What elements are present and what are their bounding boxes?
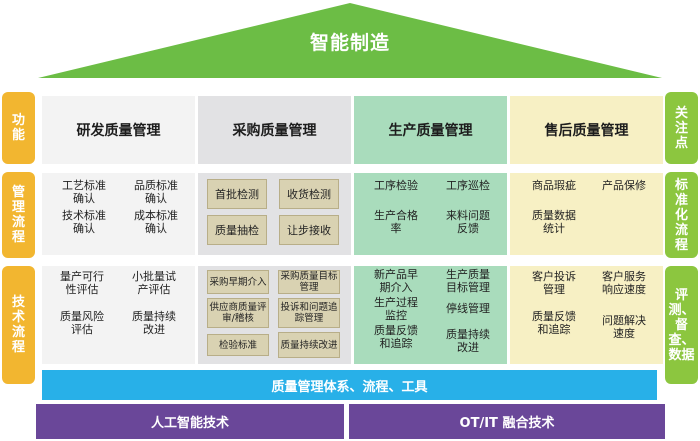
aftersales-tech-item: 客户投诉管理 — [532, 270, 576, 296]
procurement-mgmt-item: 收货检测 — [279, 179, 339, 209]
aftersales-mgmt-item: 产品保修 — [602, 179, 646, 192]
production-mgmt-item: 来料问题反馈 — [446, 209, 490, 235]
procurement-tech-item: 采购早期介入 — [207, 270, 269, 294]
left-label-management: 管理流程 — [2, 172, 35, 258]
production-tech-item: 停线管理 — [446, 302, 490, 315]
procurement-mgmt-item: 首批检测 — [207, 179, 267, 209]
production-tech-item: 生产质量目标管理 — [446, 268, 490, 294]
rd-mgmt-item: 品质标准确认 — [134, 179, 178, 205]
rd-mgmt-item: 成本标准确认 — [134, 209, 178, 235]
aftersales-mgmt-item: 商品瑕疵 — [532, 179, 576, 192]
production-mgmt-item: 工序巡检 — [446, 179, 490, 192]
column-aftersales-mgmt: 商品瑕疵 产品保修 质量数据统计 — [510, 173, 663, 255]
rd-tech-item: 质量风险评估 — [60, 310, 104, 336]
roof — [38, 3, 662, 78]
production-tech-item: 新产品早期介入 — [374, 268, 418, 294]
base-otit-technology: OT/IT 融合技术 — [349, 404, 665, 439]
left-label-technology: 技术流程 — [2, 266, 35, 384]
column-rd-header: 研发质量管理 — [42, 96, 195, 164]
right-label-standard: 标准化流程 — [665, 172, 698, 258]
aftersales-tech-item: 问题解决速度 — [602, 314, 646, 340]
production-tech-item: 质量持续改进 — [446, 328, 490, 354]
production-tech-item: 质量反馈和追踪 — [374, 324, 418, 350]
procurement-tech-item: 采购质量目标管理 — [278, 270, 340, 294]
column-rd-mgmt: 工艺标准确认 品质标准确认 技术标准确认 成本标准确认 — [42, 173, 195, 255]
rd-mgmt-item: 工艺标准确认 — [62, 179, 106, 205]
rd-tech-item: 量产可行性评估 — [60, 270, 104, 296]
roof-shape — [38, 3, 662, 78]
production-tech-item: 生产过程监控 — [374, 296, 418, 322]
production-mgmt-item: 生产合格率 — [374, 209, 418, 235]
procurement-mgmt-item: 让步接收 — [279, 215, 339, 245]
procurement-tech-item: 检验标准 — [207, 334, 269, 356]
procurement-tech-item: 质量持续改进 — [278, 332, 340, 358]
aftersales-mgmt-item: 质量数据统计 — [532, 209, 576, 235]
roof-title: 智能制造 — [309, 32, 390, 54]
column-procurement-header: 采购质量管理 — [198, 96, 351, 164]
right-label-evaluation: 评测、督查、数据 — [665, 266, 698, 384]
aftersales-tech-item: 质量反馈和追踪 — [532, 310, 576, 336]
right-label-focus: 关注点 — [665, 92, 698, 164]
procurement-mgmt-item: 质量抽检 — [207, 215, 267, 245]
column-aftersales-tech: 客户投诉管理 客户服务响应速度 质量反馈和追踪 问题解决速度 — [510, 266, 663, 364]
column-procurement-tech: 采购早期介入 采购质量目标管理 供应商质量评审/稽核 投诉和问题追踪管理 检验标… — [198, 266, 351, 364]
rd-tech-item: 质量持续改进 — [132, 310, 176, 336]
column-production-tech: 新产品早期介入 生产质量目标管理 生产过程监控 停线管理 质量反馈和追踪 质量持… — [354, 266, 507, 364]
left-label-function: 功能 — [2, 92, 35, 164]
column-rd-tech: 量产可行性评估 小批量试产评估 质量风险评估 质量持续改进 — [42, 266, 195, 364]
procurement-tech-item: 供应商质量评审/稽核 — [207, 298, 269, 328]
rd-mgmt-item: 技术标准确认 — [62, 209, 106, 235]
rd-tech-item: 小批量试产评估 — [132, 270, 176, 296]
column-procurement-mgmt: 首批检测 收货检测 质量抽检 让步接收 — [198, 173, 351, 255]
procurement-tech-item: 投诉和问题追踪管理 — [278, 298, 340, 328]
base-ai-technology: 人工智能技术 — [36, 404, 344, 439]
production-mgmt-item: 工序检验 — [374, 179, 418, 192]
column-production-header: 生产质量管理 — [354, 96, 507, 164]
quality-system-band: 质量管理体系、流程、工具 — [42, 370, 657, 400]
aftersales-tech-item: 客户服务响应速度 — [602, 270, 646, 296]
column-aftersales-header: 售后质量管理 — [510, 96, 663, 164]
column-production-mgmt: 工序检验 工序巡检 生产合格率 来料问题反馈 — [354, 173, 507, 255]
